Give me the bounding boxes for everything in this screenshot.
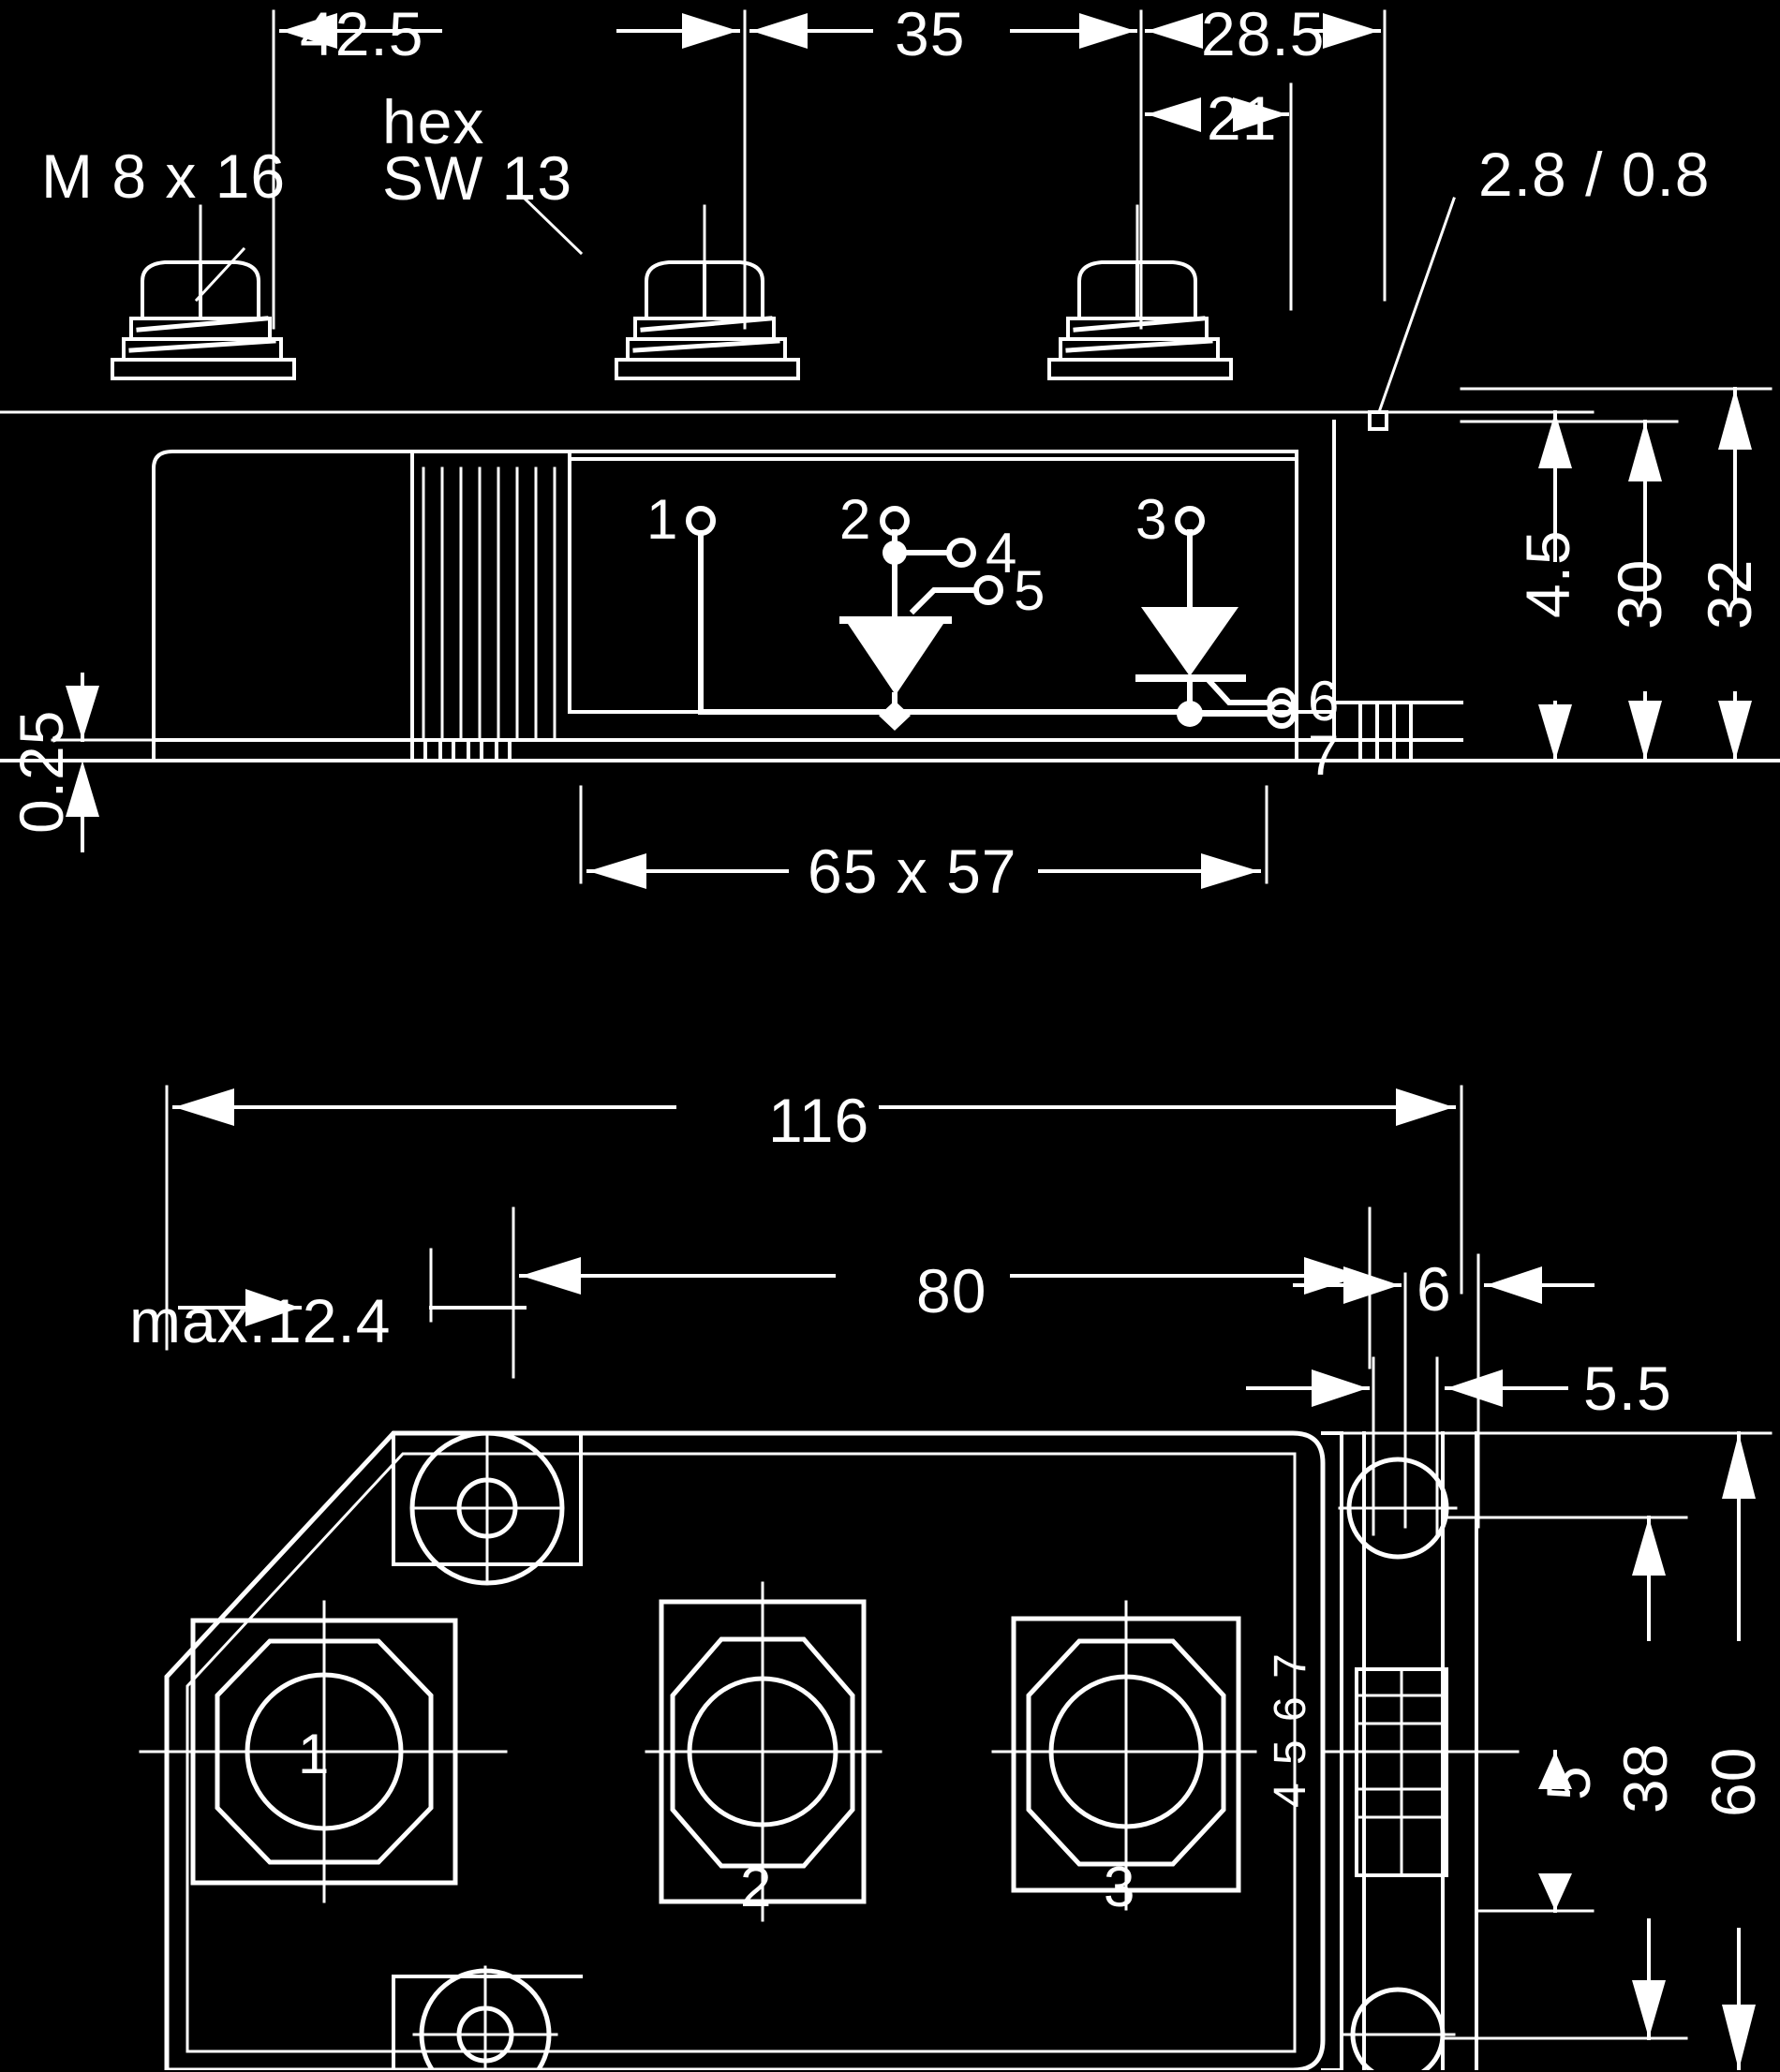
mount-hole-lr	[1350, 1987, 1446, 2070]
dim-30: 30	[1605, 558, 1674, 629]
terminal-node-5	[973, 575, 1003, 605]
dim-116: 116	[768, 1086, 870, 1155]
terminal-node-6	[1267, 688, 1297, 718]
scr1-anode-triangle	[848, 624, 943, 695]
terminal-label-1: 1	[646, 488, 679, 551]
terminal-label-5: 5	[1014, 559, 1046, 622]
hex-recess-1	[215, 1638, 434, 1865]
dim-5-5: 5.5	[1583, 1354, 1672, 1423]
mount-slot-right-a	[1358, 701, 1379, 762]
fast-on-tab	[1368, 410, 1388, 431]
hex-recess-3	[1026, 1638, 1226, 1867]
leader-m8x16	[194, 246, 246, 303]
note-thread: M 8 x 16	[41, 141, 287, 211]
note-hex-size: SW 13	[382, 143, 573, 213]
hex-recess-2	[670, 1636, 855, 1869]
leader-tab	[1377, 197, 1456, 414]
washer-3c	[1047, 358, 1233, 380]
dim-0-25: 0.25	[7, 709, 76, 834]
dim-42-5: 42.5	[300, 0, 424, 68]
junction-diamond-1	[879, 701, 911, 731]
washer-1c	[111, 358, 296, 380]
terminal-node-7	[1267, 699, 1297, 729]
side-elevation-view	[0, 9, 1780, 889]
terminal-label-3: 3	[1135, 488, 1168, 551]
terminal-node-4	[946, 538, 976, 568]
terminal-node-1	[686, 506, 716, 536]
plan-terminal-label-2: 2	[740, 1856, 773, 1918]
note-tab: 2.8 / 0.8	[1478, 140, 1711, 209]
wire-to-terminal-6	[1204, 675, 1271, 705]
dim-35: 35	[895, 0, 966, 68]
dim-6: 6	[1417, 1254, 1452, 1324]
dim-60: 60	[1698, 1746, 1768, 1817]
terminal-label-4: 4	[986, 522, 1018, 585]
washer-2c	[615, 358, 800, 380]
leader-sw13	[522, 196, 584, 256]
plan-bottom-view	[139, 1085, 1773, 2070]
dim-max-12-4: max.12.4	[129, 1286, 392, 1355]
wire-to-terminal-5	[909, 587, 977, 615]
baseplate-notch-d	[495, 738, 512, 762]
baseplate-notch-c	[467, 738, 483, 762]
mount-ear-ll	[392, 1975, 583, 2070]
baseplate-notch-b	[438, 738, 455, 762]
dim-4-5: 4.5	[1513, 529, 1582, 618]
dim-65x57: 65 x 57	[808, 836, 1017, 906]
mount-slot-right-b	[1392, 701, 1413, 762]
dim-28-5: 28.5	[1201, 0, 1326, 68]
dim-80: 80	[916, 1256, 987, 1325]
plan-terminal-label-1: 1	[298, 1723, 331, 1785]
dim-38: 38	[1610, 1742, 1680, 1813]
package-outline	[164, 1430, 1326, 2070]
terminal-label-6: 6	[1308, 670, 1341, 733]
dim-5: 5	[1534, 1765, 1603, 1800]
dim-21: 21	[1207, 83, 1278, 153]
package-outline-inner	[185, 1452, 1297, 2053]
terminal-label-7: 7	[1308, 724, 1341, 787]
scr2-anode-triangle	[1141, 607, 1239, 676]
note-hex: hex	[382, 87, 485, 156]
baseplate-notch-a	[410, 738, 427, 762]
module-body-outline	[152, 450, 1298, 762]
plan-terminal-label-3: 3	[1104, 1856, 1136, 1918]
plan-terminal-label-gates: 4 5 6 7	[1266, 1650, 1315, 1808]
terminal-label-2: 2	[839, 488, 872, 551]
dim-32: 32	[1695, 558, 1764, 629]
